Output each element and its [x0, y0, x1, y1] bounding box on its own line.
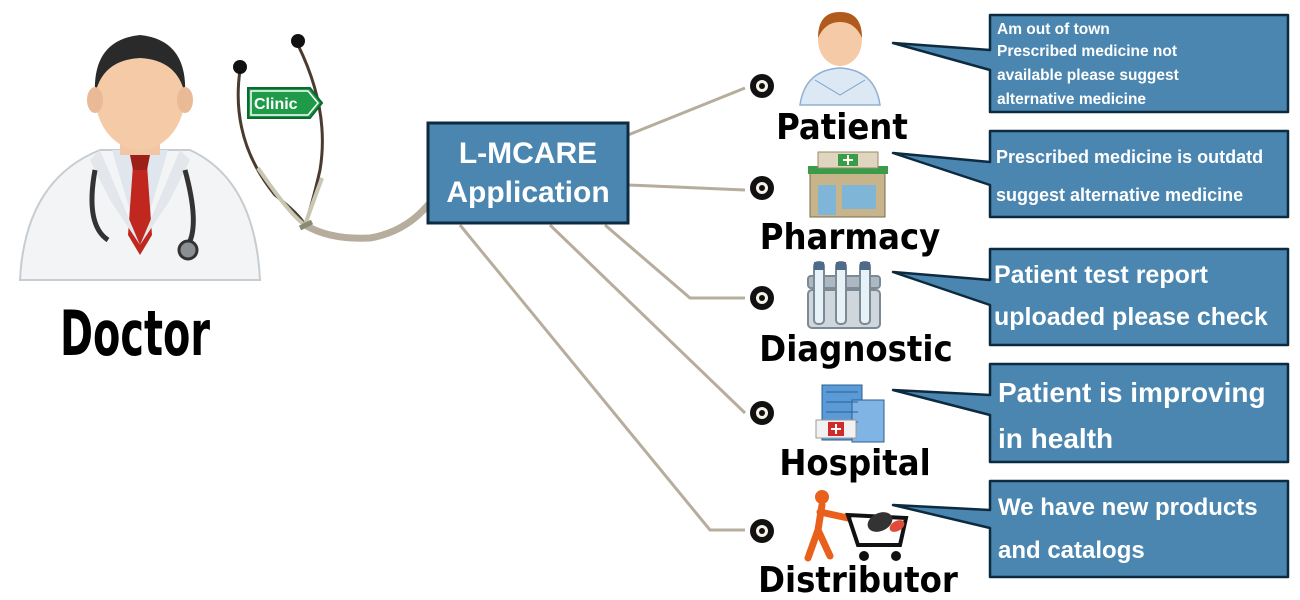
callout-patient: Am out of town Prescribed medicine not a… — [891, 13, 1290, 114]
svg-text:We have new products and: We have new products and catalogs — [998, 494, 1264, 564]
dot-diagnostic — [750, 286, 774, 310]
distributor-icon — [804, 490, 909, 562]
connector-distributor — [458, 224, 745, 532]
connector-diagnostic — [604, 223, 745, 300]
connector-patient — [627, 86, 746, 137]
hospital-icon — [815, 384, 885, 443]
doctor-icon — [18, 35, 262, 281]
svg-text:Patient is improving in: Patient is improving in health — [998, 377, 1273, 454]
app-title-line2: Application — [446, 176, 609, 209]
callout-pharmacy-line2: suggest alternative medicine — [996, 185, 1243, 205]
node-label-hospital: Hospital — [779, 443, 930, 484]
callout-patient-line1: Am out of town — [997, 21, 1110, 38]
pharmacy-icon — [808, 151, 888, 218]
dot-hospital — [750, 401, 774, 425]
connector-pharmacy — [627, 183, 746, 192]
patient-icon — [799, 12, 881, 106]
node-label-patient: Patient — [776, 107, 908, 148]
diagnostic-icon — [807, 261, 881, 329]
callout-hospital-line1: Patient is improving — [998, 377, 1266, 408]
callout-distributor-line2: and catalogs — [998, 537, 1145, 564]
node-label-pharmacy: Pharmacy — [760, 217, 941, 258]
connector-lines — [458, 86, 747, 532]
callout-diagnostic: Patient test report uploaded please chec… — [891, 247, 1290, 347]
app-title-line1: L-MCARE — [459, 137, 597, 170]
clinic-sign-text: Clinic — [254, 96, 298, 113]
callout-distributor-line1: We have new products — [998, 494, 1258, 521]
dot-distributor — [750, 519, 774, 543]
connector-hospital — [548, 223, 747, 415]
svg-text:Am out of town Prescribe: Am out of town Prescribed medicine not a… — [997, 21, 1183, 108]
callout-diagnostic-line1: Patient test report — [994, 261, 1209, 289]
node-dots — [750, 74, 774, 543]
callout-pharmacy-line1: Prescribed medicine is outdatd — [996, 147, 1263, 167]
callout-hospital: Patient is improving in health — [891, 362, 1290, 464]
dot-pharmacy — [750, 176, 774, 200]
doctor-label: Doctor — [60, 297, 210, 370]
node-label-distributor: Distributor — [758, 560, 958, 600]
svg-text:Prescribed medicine is outdatd: Prescribed medicine is outdatd suggest a… — [996, 147, 1268, 205]
callout-distributor: We have new products and catalogs — [891, 479, 1290, 579]
clinic-sign: Clinic — [247, 87, 324, 119]
callout-hospital-line2: in health — [998, 423, 1113, 454]
callout-diagnostic-line2: uploaded please check — [994, 303, 1268, 331]
dot-patient — [750, 74, 774, 98]
svg-text:Patient test report uplo: Patient test report uploaded please chec… — [994, 261, 1268, 331]
callout-pharmacy: Prescribed medicine is outdatd suggest a… — [891, 129, 1290, 219]
stethoscope-icon — [233, 34, 432, 242]
callout-patient-line2: Prescribed medicine not — [997, 43, 1177, 60]
node-label-diagnostic: Diagnostic — [759, 329, 952, 370]
callout-patient-line3: available please suggest — [997, 67, 1179, 84]
lmcare-app-box: L-MCARE Application — [426, 121, 630, 225]
callout-patient-line4: alternative medicine — [997, 91, 1146, 108]
